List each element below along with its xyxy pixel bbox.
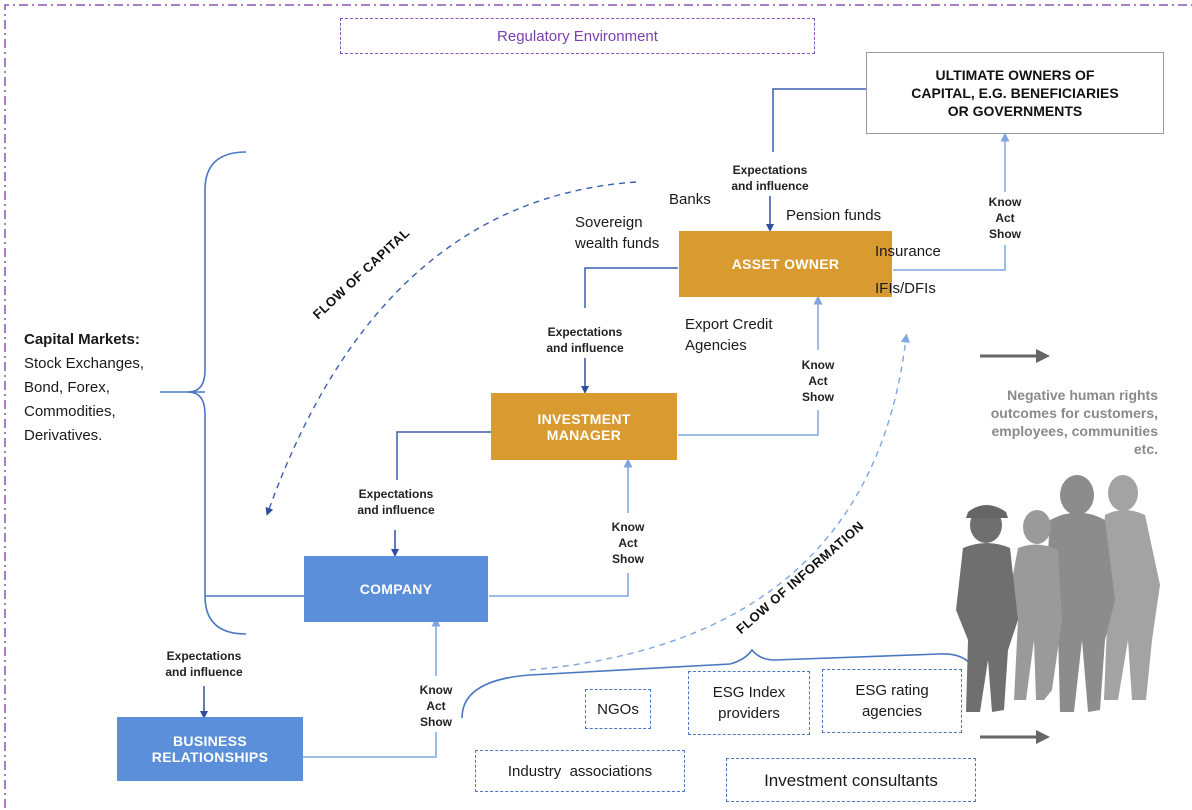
people-silhouette-group	[956, 475, 1160, 712]
influence-text: and influence	[546, 341, 624, 355]
industry-associations-box: Industry associations	[475, 750, 685, 792]
business-relationships-box: BUSINESS RELATIONSHIPS	[117, 717, 303, 781]
business-relationships-line-2: RELATIONSHIPS	[151, 749, 269, 765]
export-line-2: Agencies	[685, 337, 747, 354]
im-expectation-line	[396, 431, 491, 480]
capital-markets-bracket	[187, 151, 247, 635]
know-act-show-im: Know Act Show	[606, 519, 650, 567]
show-text: Show	[612, 552, 644, 566]
banks-label: Banks	[669, 191, 711, 208]
expectations-text: Expectations	[358, 487, 434, 501]
expectations-text: Expectations	[547, 325, 623, 339]
business-relationships-line-1: BUSINESS	[173, 733, 247, 749]
company-box: COMPANY	[304, 556, 488, 622]
esg-index-providers-box: ESG Index providers	[688, 671, 810, 735]
expectations-text: Expectations	[732, 163, 808, 177]
esg-index-line-2: providers	[718, 705, 780, 722]
company-label: COMPANY	[359, 581, 433, 597]
esg-rating-line-2: agencies	[861, 703, 923, 720]
investment-manager-line-2: MANAGER	[546, 426, 622, 443]
esg-index-line-1: ESG Index	[712, 684, 786, 701]
investment-manager-line-1: INVESTMENT	[537, 410, 631, 427]
show-text: Show	[802, 390, 834, 404]
act-text: Act	[618, 536, 638, 550]
negative-outcomes-line: employees, communities	[991, 423, 1158, 439]
negative-outcomes-text: Negative human rights outcomes for custo…	[958, 386, 1158, 458]
asset-owner-box: ASSET OWNER	[679, 231, 892, 297]
show-text: Show	[989, 227, 1021, 241]
company-to-im-line	[489, 573, 629, 597]
sovereign-line-1: Sovereign	[575, 214, 643, 231]
expectations-label-asset: Expectations and influence	[532, 324, 638, 356]
capital-markets-line: Derivatives.	[24, 427, 103, 444]
ifis-dfis-label: IFIs/DFIs	[875, 280, 936, 297]
pension-funds-label: Pension funds	[786, 207, 882, 224]
expectations-label-im: Expectations and influence	[343, 486, 449, 518]
know-act-show-owners: Know Act Show	[983, 194, 1027, 242]
ngos-label: NGOs	[597, 700, 639, 718]
negative-outcomes-line: Negative human rights	[1007, 387, 1158, 403]
investment-manager-box: INVESTMENT MANAGER	[491, 393, 677, 460]
regulatory-frame	[4, 4, 1192, 808]
influence-text: and influence	[731, 179, 809, 193]
know-text: Know	[801, 358, 835, 372]
capital-markets-line: Commodities,	[24, 403, 116, 420]
ultimate-owners-line-1: ULTIMATE OWNERS OF	[935, 67, 1095, 83]
expectations-text: Expectations	[166, 649, 242, 663]
flow-of-information-arc	[529, 333, 910, 671]
negative-outcomes-line: outcomes for customers,	[990, 405, 1158, 421]
act-text: Act	[426, 699, 446, 713]
im-to-asset-line	[678, 410, 819, 436]
insurance-label: Insurance	[875, 243, 941, 260]
know-act-show-asset: Know Act Show	[796, 357, 840, 405]
ultimate-owners-line-2: CAPITAL, E.G. BENEFICIARIES	[911, 85, 1119, 101]
know-text: Know	[419, 683, 453, 697]
capital-markets-line: Stock Exchanges,	[24, 355, 145, 372]
show-text: Show	[420, 715, 452, 729]
esg-rating-agencies-box: ESG rating agencies	[822, 669, 962, 733]
industry-associations-label: Industry associations	[507, 762, 653, 780]
info-providers-brace	[461, 648, 979, 719]
investment-consultants-box: Investment consultants	[726, 758, 976, 802]
export-line-1: Export Credit	[685, 316, 773, 333]
sovereign-line-2: wealth funds	[575, 235, 660, 252]
br-to-company-line	[303, 732, 437, 758]
influence-text: and influence	[165, 665, 243, 679]
regulatory-environment-box: Regulatory Environment	[340, 18, 815, 54]
investment-consultants-label: Investment consultants	[764, 770, 938, 790]
regulatory-environment-label: Regulatory Environment	[497, 27, 658, 45]
know-act-show-company: Know Act Show	[414, 682, 458, 730]
expectations-label-company: Expectations and influence	[151, 648, 257, 680]
know-text: Know	[611, 520, 645, 534]
act-text: Act	[808, 374, 828, 388]
ngos-box: NGOs	[585, 689, 651, 729]
negative-outcomes-line: etc.	[1133, 441, 1158, 457]
capital-markets-line: Bond, Forex,	[24, 379, 110, 396]
asset-owner-label: ASSET OWNER	[731, 256, 840, 272]
esg-rating-line-1: ESG rating	[855, 682, 929, 699]
capital-markets-text: Capital Markets: Stock Exchanges, Bond, …	[24, 328, 184, 448]
flow-of-capital-arc	[265, 181, 637, 516]
know-text: Know	[988, 195, 1022, 209]
influence-text: and influence	[357, 503, 435, 517]
capital-markets-title: Capital Markets:	[24, 331, 140, 348]
expectations-label-owners: Expectations and influence	[717, 162, 823, 194]
ultimate-owners-line-3: OR GOVERNMENTS	[947, 103, 1083, 119]
act-text: Act	[995, 211, 1015, 225]
ultimate-owners-box: ULTIMATE OWNERS OF CAPITAL, E.G. BENEFIC…	[866, 52, 1164, 134]
owners-expectation-line	[772, 88, 867, 152]
asset-to-owners-line	[893, 245, 1006, 271]
asset-expectation-line	[584, 267, 678, 308]
export-credit-agencies-label: Export Credit Agencies	[685, 314, 773, 356]
sovereign-wealth-funds-label: Sovereign wealth funds	[575, 212, 659, 254]
